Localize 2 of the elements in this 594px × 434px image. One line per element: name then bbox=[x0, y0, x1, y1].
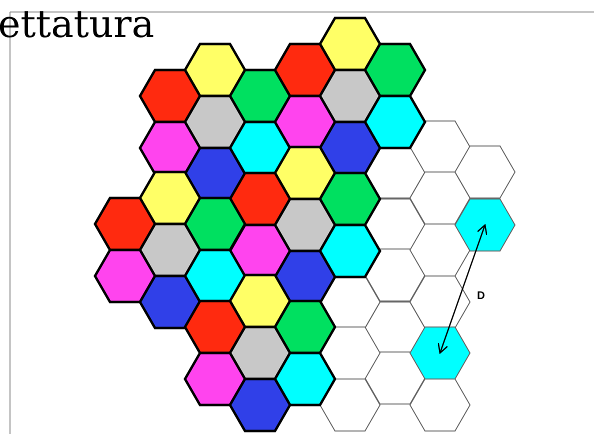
distance-label: D bbox=[477, 290, 485, 302]
title: ettatura bbox=[0, 2, 154, 46]
